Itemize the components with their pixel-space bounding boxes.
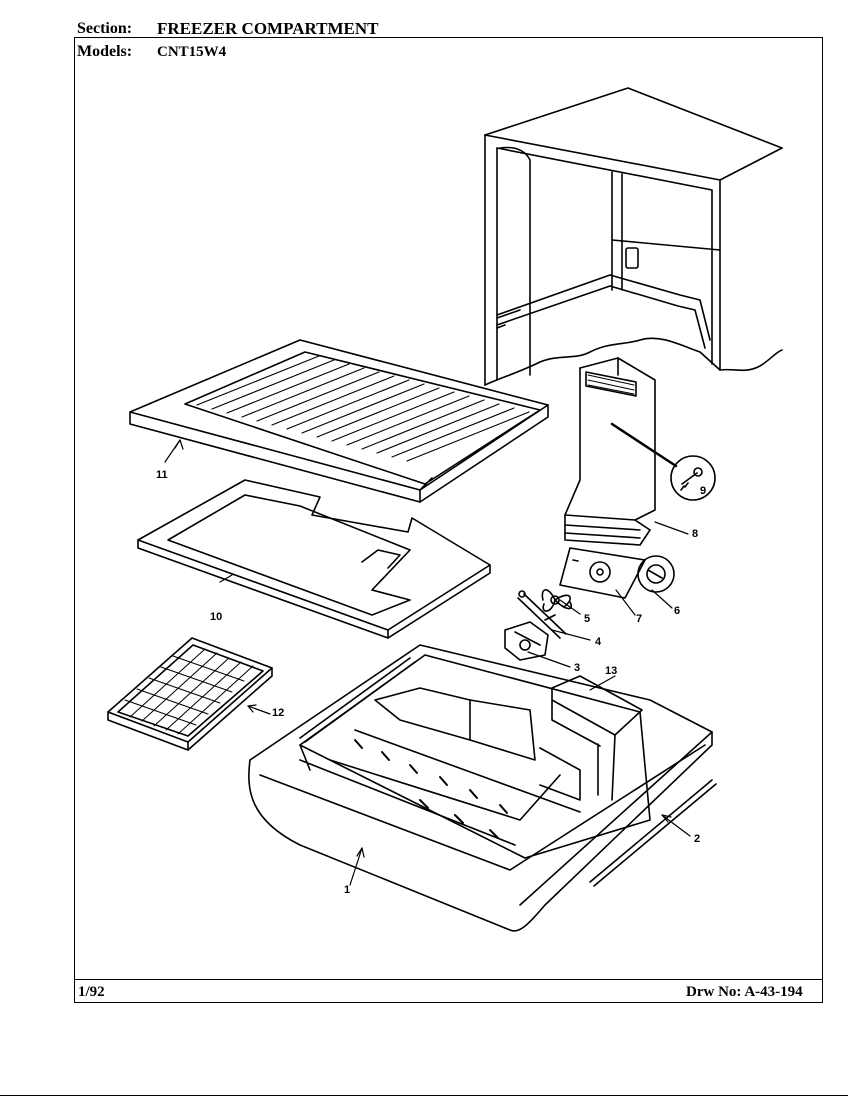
refrigerator-cabinet — [484, 87, 783, 386]
freezer-floor-liner — [248, 644, 713, 932]
ice-cube-tray — [107, 637, 273, 751]
baffle-plate — [137, 479, 491, 639]
callout-3: 3 — [574, 662, 580, 674]
screw — [670, 455, 716, 501]
callout-13: 13 — [605, 665, 617, 677]
grommet — [637, 555, 675, 593]
callout-2: 2 — [694, 833, 700, 845]
callout-4: 4 — [595, 636, 602, 648]
callout-6: 6 — [674, 605, 680, 617]
callout-12: 12 — [272, 707, 284, 719]
duct-vent-grille — [587, 374, 635, 395]
freezer-shelf — [129, 339, 549, 503]
callout-11: 11 — [156, 469, 168, 481]
screw-leader-line — [610, 422, 678, 468]
drawing-frame — [74, 37, 823, 1003]
callout-9: 9 — [700, 485, 706, 497]
ice-cube-tray-dividers — [124, 648, 254, 735]
ice-ramp-cover — [551, 675, 643, 801]
callout-5: 5 — [584, 613, 590, 625]
page-edge-line — [0, 1095, 848, 1096]
revision-date: 1/92 — [78, 984, 105, 1000]
motor-bracket — [517, 590, 567, 639]
floor-liner-ribs — [354, 739, 508, 839]
callout-8: 8 — [692, 528, 698, 540]
section-label: Section: — [77, 20, 133, 37]
fan-blade — [541, 589, 573, 612]
section-title: FREEZER COMPARTMENT — [157, 19, 379, 38]
callout-leader-lines — [164, 439, 691, 886]
callout-7: 7 — [636, 613, 642, 625]
fan-motor — [504, 621, 549, 661]
callout-10: 10 — [210, 611, 222, 623]
callout-1: 1 — [344, 884, 350, 896]
models-label: Models: — [77, 43, 133, 60]
liner-trim-strip — [299, 657, 717, 887]
air-duct — [564, 357, 656, 546]
model-number: CNT15W4 — [157, 44, 227, 60]
footer-divider — [74, 979, 823, 980]
fan-bracket — [559, 547, 646, 599]
drawing-number: Drw No: A-43-194 — [686, 984, 803, 1000]
freezer-shelf-wire-grid — [196, 355, 530, 462]
